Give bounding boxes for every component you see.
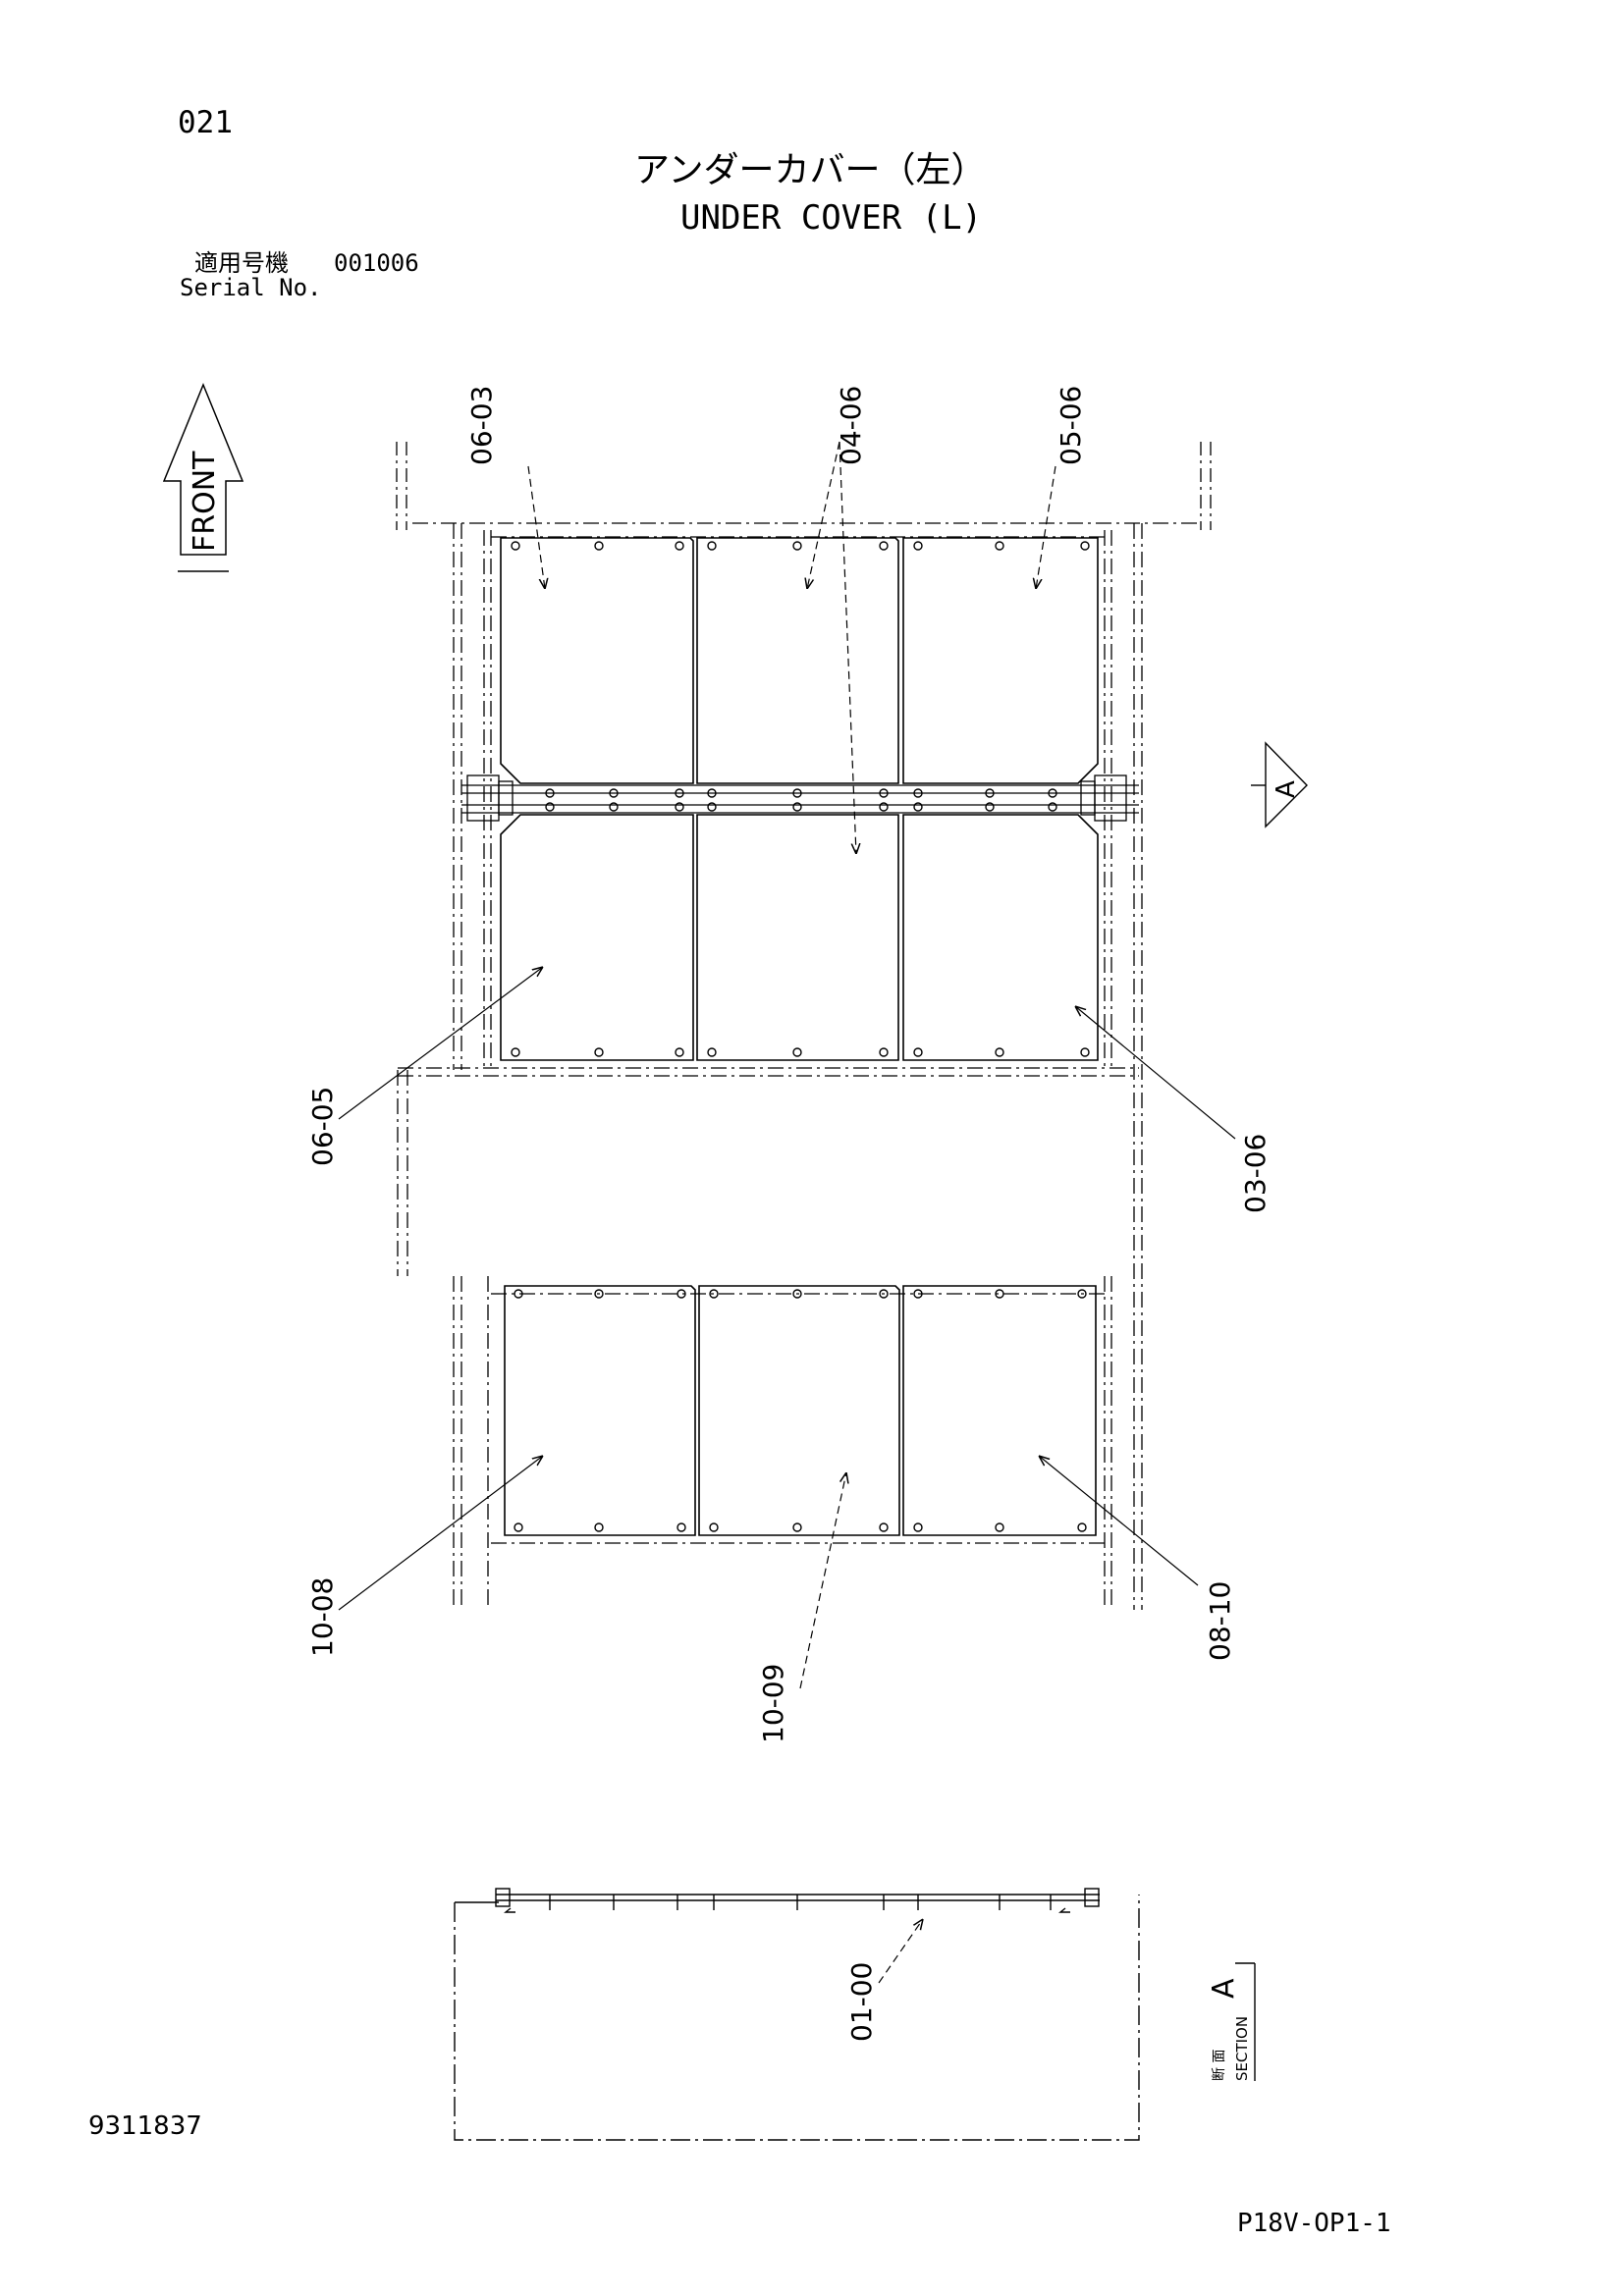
title-english: UNDER COVER (L)	[680, 198, 983, 238]
callout-06-05: 06-05	[306, 1087, 339, 1166]
callout-06-03: 06-03	[465, 386, 498, 465]
callout-04-06: 04-06	[835, 386, 867, 465]
page-code: P18V-OP1-1	[1237, 2209, 1391, 2238]
section-view-letter: A	[1207, 1978, 1241, 1999]
panel-upper-center-top	[696, 537, 899, 784]
callout-labels: 06-03 04-06 05-06 06-05 03-06 10-08 08-1…	[306, 386, 1272, 2042]
upper-panels	[500, 537, 1099, 1061]
bolt-icons	[511, 541, 1090, 1532]
drawing-number: 9311837	[88, 2111, 202, 2141]
applicable-label-jp: 適用号機	[194, 249, 289, 277]
front-label: FRONT	[188, 451, 222, 552]
section-marker-a	[1251, 741, 1308, 828]
panel-upper-right-top	[902, 537, 1099, 784]
section-a-view	[454, 1888, 1256, 2141]
frame-structure	[396, 442, 1212, 1610]
section-view-label-jp: 断 面	[1212, 2050, 1227, 2081]
section-marker-letter: A	[1272, 780, 1301, 798]
callout-01-00: 01-00	[845, 1962, 878, 2042]
serial-number-value: 001006	[334, 249, 419, 277]
front-arrow-icon	[162, 383, 244, 572]
leader-lines	[338, 441, 1236, 1984]
callout-10-09: 10-09	[757, 1664, 789, 1743]
panel-lower-center	[698, 1285, 900, 1536]
panel-upper-center-bottom	[696, 814, 899, 1061]
panel-upper-left-top	[500, 537, 694, 784]
panel-lower-left	[504, 1285, 696, 1536]
panel-upper-right-bottom	[902, 814, 1099, 1061]
callout-05-06: 05-06	[1055, 386, 1087, 465]
serial-label: Serial No.	[180, 274, 322, 301]
panel-lower-right	[902, 1285, 1097, 1536]
callout-10-08: 10-08	[306, 1577, 339, 1657]
section-view-label-en: SECTION	[1233, 2016, 1251, 2081]
title-japanese: アンダーカバー（左）	[634, 150, 987, 190]
callout-03-06: 03-06	[1239, 1134, 1272, 1213]
lower-panels	[504, 1285, 1097, 1536]
callout-08-10: 08-10	[1204, 1581, 1236, 1661]
panel-upper-left-bottom	[500, 814, 694, 1061]
page-number: 021	[178, 105, 233, 140]
